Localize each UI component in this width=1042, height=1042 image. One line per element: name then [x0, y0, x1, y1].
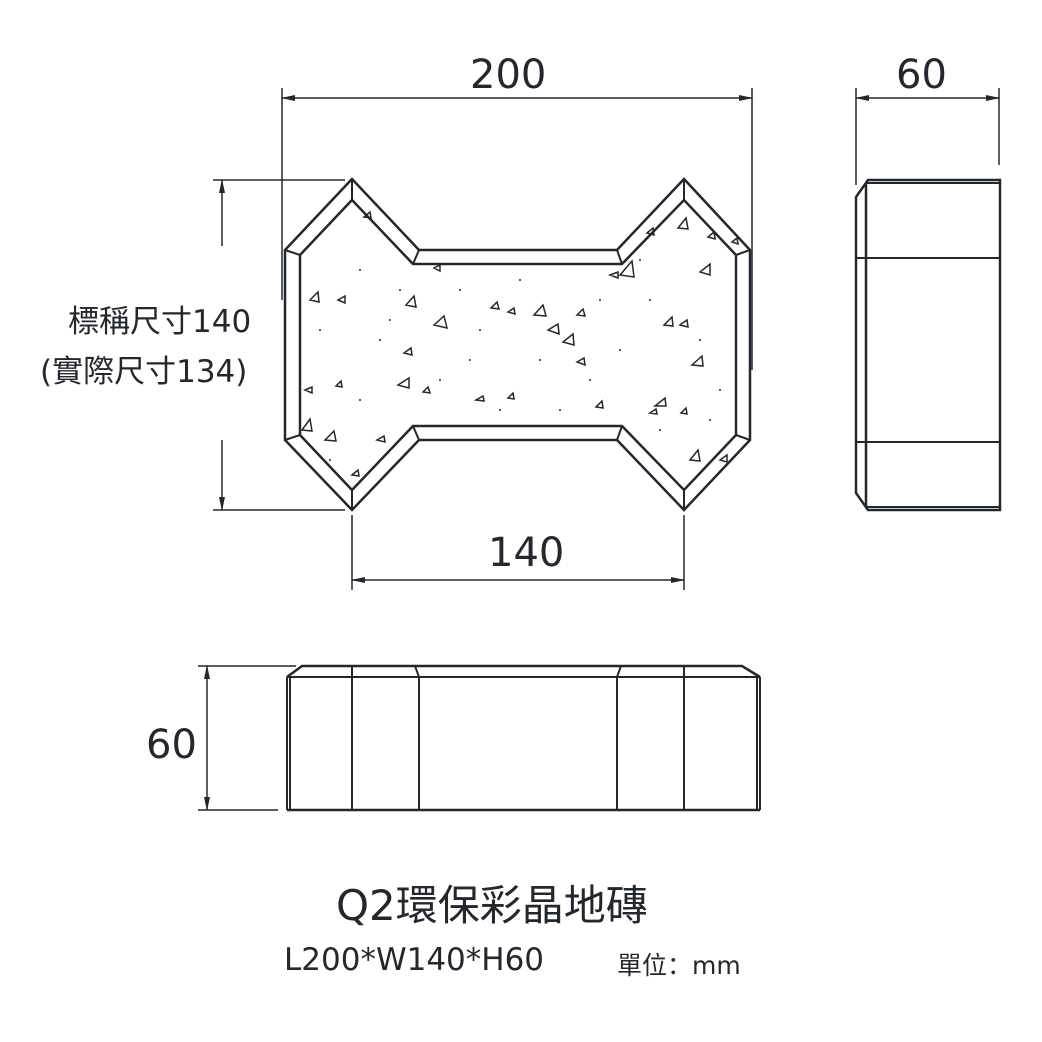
dimension-140: [351, 515, 685, 590]
texture-dots: [319, 259, 721, 461]
dimension-front-60: [198, 665, 296, 811]
top-view-inner-outline: [298, 198, 738, 492]
unit-label: 單位：mm: [617, 951, 741, 980]
dimension-label-front-60: 60: [146, 722, 197, 768]
dimension-nominal-140: [213, 179, 345, 511]
dimension-label-200: 200: [470, 52, 547, 98]
dimension-label-side-60: 60: [896, 52, 947, 98]
chamfer-edges: [284, 179, 751, 510]
nominal-size-label: 標稱尺寸140: [68, 304, 252, 340]
product-spec: L200*W140*H60: [284, 942, 545, 978]
product-title: Q2環保彩晶地磚: [336, 881, 648, 930]
aggregate-texture: [300, 210, 739, 477]
actual-size-label: (實際尺寸134): [40, 354, 248, 390]
front-view: [286, 664, 761, 812]
side-view: [854, 178, 1002, 512]
top-view: [283, 177, 752, 512]
dimension-200: [281, 88, 753, 370]
dimension-side-60: [855, 88, 1000, 185]
dimension-label-140: 140: [488, 530, 565, 576]
